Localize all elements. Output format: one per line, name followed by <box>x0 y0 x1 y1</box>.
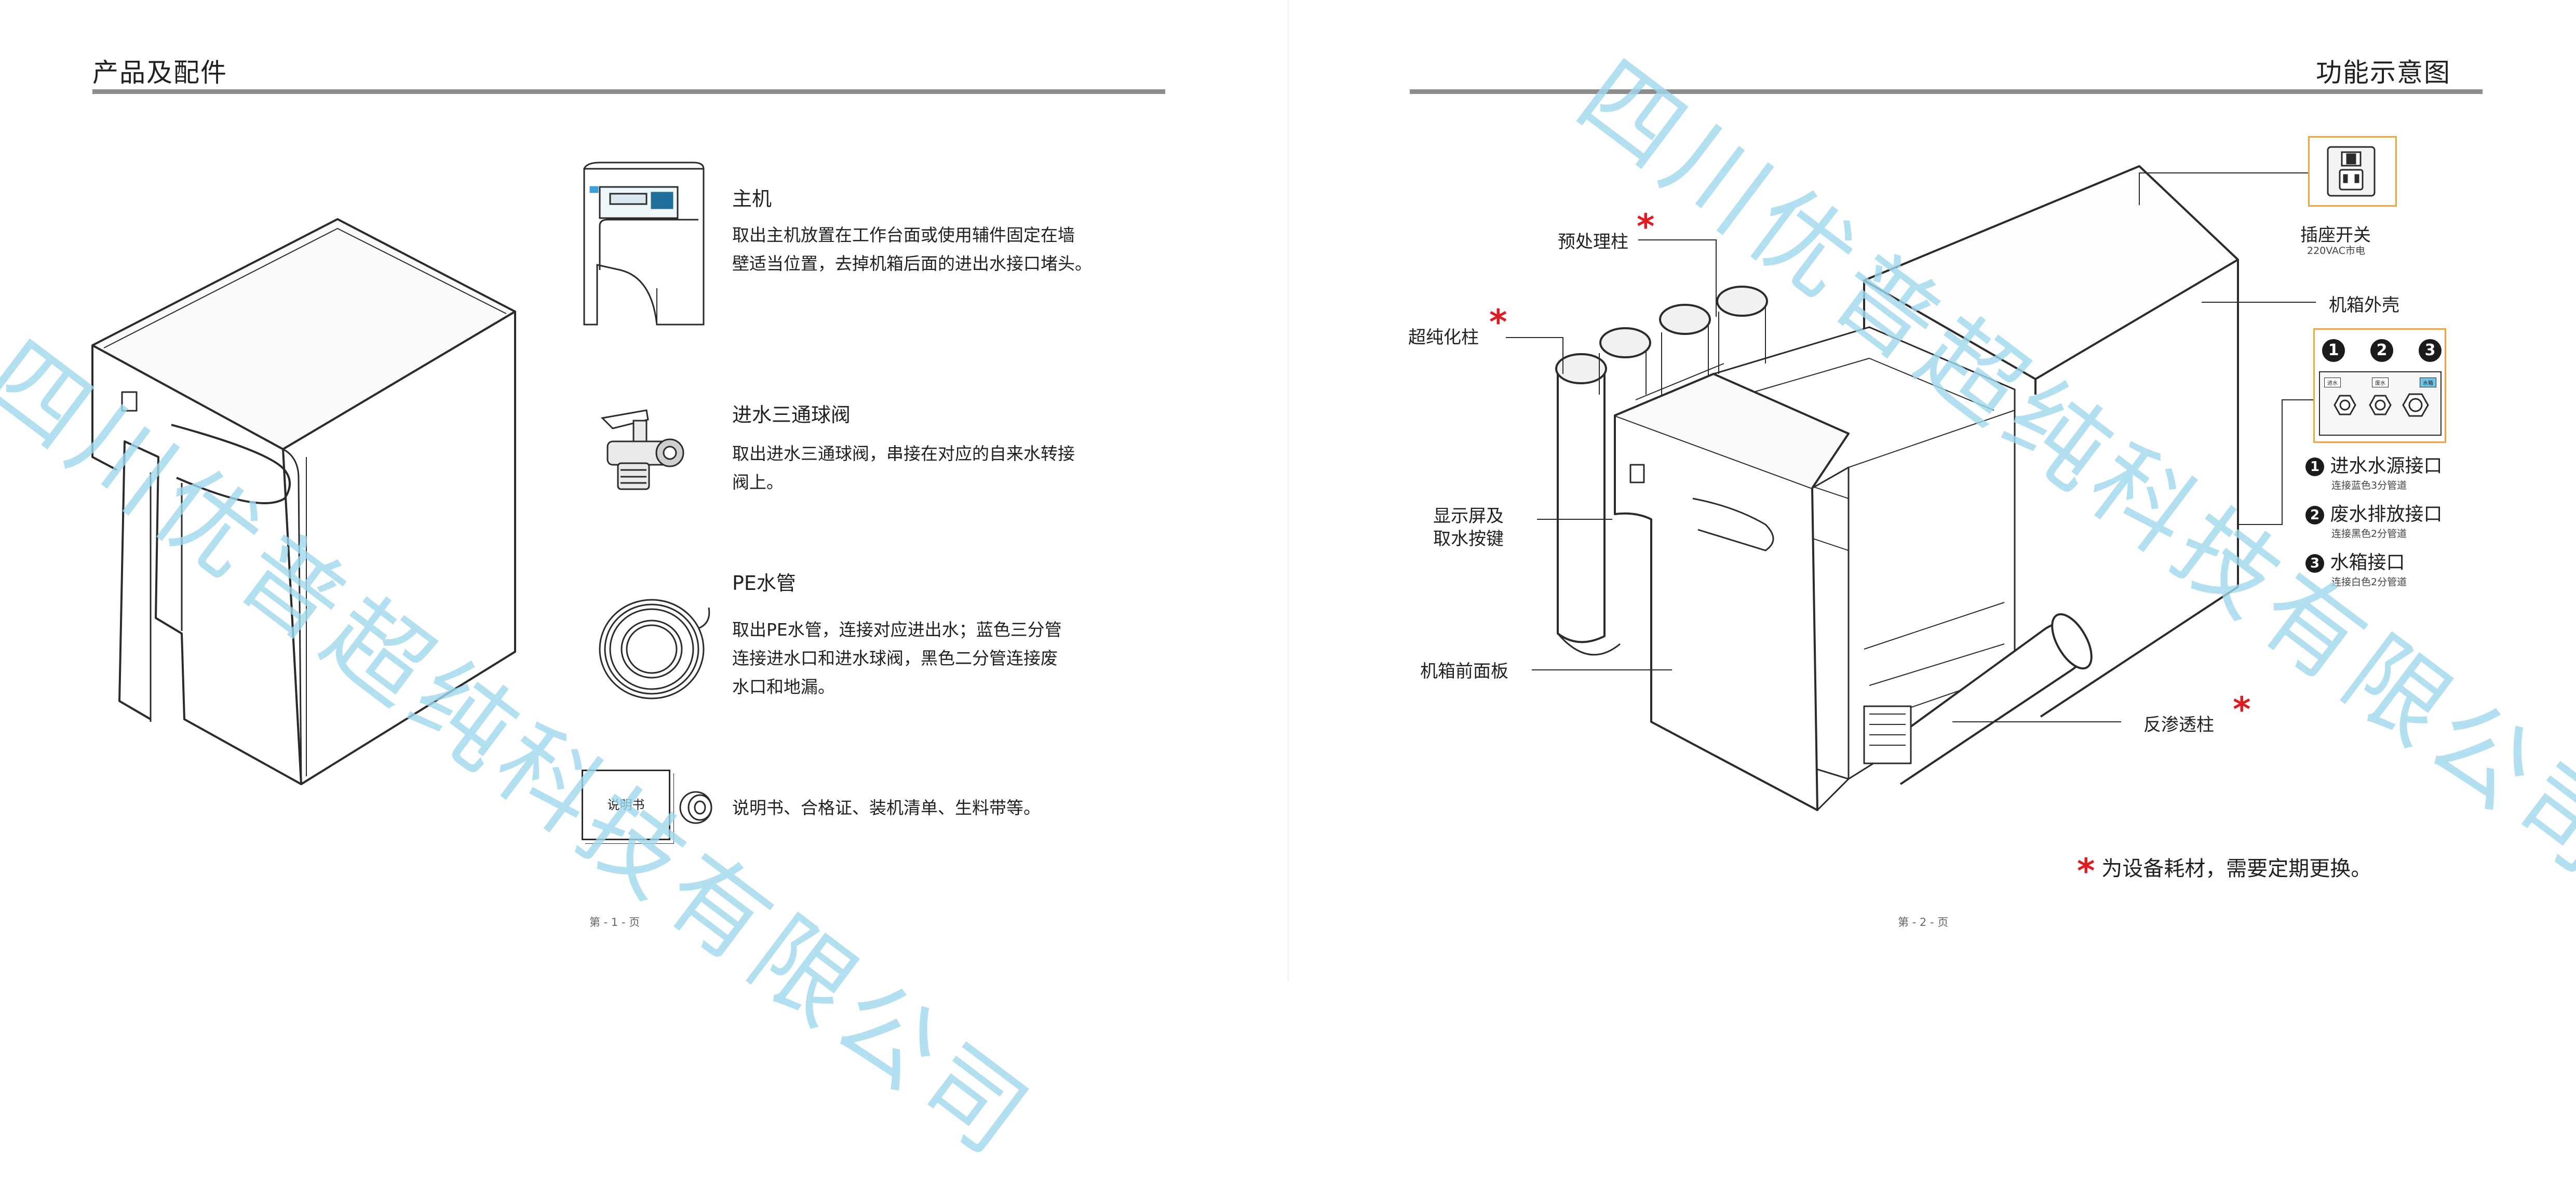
ultrapure-star: * <box>1489 302 1507 342</box>
item-valve-desc-line-2: 阀上。 <box>732 472 784 492</box>
port-number-1: 1 <box>2322 339 2345 362</box>
item-valve-title: 进水三通球阀 <box>732 403 851 426</box>
port-tag-row: 进水 废水 水箱 <box>2324 378 2436 387</box>
left-page-title: 产品及配件 <box>92 58 227 88</box>
item-pe-tube-desc: 取出PE水管，连接对应进出水；蓝色三分管 连接进水口和进水球阀，黑色二分管连接废… <box>732 615 1158 701</box>
port-legend: 1 进水水源接口 连接蓝色3分管道 2 废水排放接口 连接黑色2分管道 3 水箱… <box>2305 451 2442 588</box>
port-number-3: 3 <box>2419 339 2442 362</box>
callout-display: 显示屏及 取水按键 <box>1433 506 1504 549</box>
callout-ultrapure: 超纯化柱 <box>1408 323 1479 348</box>
item-pe-tube-desc-line-3: 水口和地漏。 <box>732 677 835 697</box>
port-legend-item-1: 1 进水水源接口 连接蓝色3分管道 <box>2305 451 2442 492</box>
legend-number-1: 1 <box>2305 458 2324 476</box>
callout-pretreatment-label: 预处理柱 <box>1558 232 1628 252</box>
port-tag-3: 水箱 <box>2420 378 2436 387</box>
legend-sub-3: 连接白色2分管道 <box>2331 576 2407 588</box>
item-valve-desc-line-1: 取出进水三通球阀，串接在对应的自来水转接 <box>732 443 1075 464</box>
port-tag-1: 进水 <box>2324 378 2341 387</box>
manual-booklet-icon: 说明书 <box>582 770 670 840</box>
port-legend-item-3: 3 水箱接口 连接白色2分管道 <box>2305 547 2442 588</box>
callout-socket-switch: 插座开关 <box>2300 225 2371 246</box>
legend-label-3: 水箱接口 <box>2330 552 2405 573</box>
item-host-desc-line-1: 取出主机放置在工作台面或使用辅件固定在墙 <box>732 225 1075 245</box>
right-page-number: 第 - 2 - 页 <box>1898 916 1949 929</box>
right-title-rule <box>1410 89 2483 94</box>
socket-switch-icon <box>2327 146 2376 197</box>
left-title-rule <box>92 89 1165 94</box>
port-number-row: 1 2 3 <box>2322 339 2442 362</box>
ball-valve-icon <box>600 409 684 490</box>
left-page-number: 第 - 1 - 页 <box>589 916 640 929</box>
legend-label-2: 废水排放接口 <box>2330 504 2443 525</box>
callout-front-panel: 机箱前面板 <box>1420 661 1508 682</box>
callout-pretreatment: 预处理柱 <box>1558 227 1628 253</box>
item-valve-desc: 取出进水三通球阀，串接在对应的自来水转接 阀上。 <box>732 439 1158 496</box>
item-manual-desc: 说明书、合格证、装机清单、生料带等。 <box>732 798 1041 818</box>
port-connectors: 进水 废水 水箱 <box>2319 371 2442 436</box>
port-tag-2: 废水 <box>2372 378 2389 387</box>
port-number-2: 2 <box>2370 339 2393 362</box>
pretreatment-star: * <box>1637 207 1655 247</box>
callout-ro-column: 反渗透柱 <box>2143 715 2214 735</box>
item-pe-tube-title: PE水管 <box>732 572 796 595</box>
manual-booklet-label: 说明书 <box>607 798 645 812</box>
ro-column-star: * <box>2233 690 2251 730</box>
footnote-text: 为设备耗材，需要定期更换。 <box>2101 857 2372 881</box>
item-host-desc-line-2: 壁适当位置，去掉机箱后面的进出水接口堵头。 <box>732 253 1092 274</box>
consumable-footnote: * 为设备耗材，需要定期更换。 <box>2077 852 2372 889</box>
socket-switch-box <box>2308 136 2397 207</box>
callout-housing: 机箱外壳 <box>2329 295 2399 316</box>
port-legend-item-2: 2 废水排放接口 连接黑色2分管道 <box>2305 499 2442 540</box>
pe-tube-coil-icon <box>599 599 710 699</box>
legend-sub-2: 连接黑色2分管道 <box>2331 528 2407 540</box>
tape-roll-icon <box>679 791 712 824</box>
item-host-title: 主机 <box>732 187 772 210</box>
footnote-star: * <box>2077 851 2095 891</box>
item-pe-tube-desc-line-1: 取出PE水管，连接对应进出水；蓝色三分管 <box>732 620 1062 640</box>
port-panel-box: 1 2 3 进水 废水 水箱 <box>2313 328 2446 443</box>
legend-number-2: 2 <box>2305 506 2324 524</box>
watermark-left: 四川优普超纯科技有限公司 <box>0 319 1054 1180</box>
callout-ultrapure-label: 超纯化柱 <box>1408 327 1479 348</box>
item-host-desc: 取出主机放置在工作台面或使用辅件固定在墙 壁适当位置，去掉机箱后面的进出水接口堵… <box>732 221 1158 278</box>
right-page-title: 功能示意图 <box>2316 58 2451 88</box>
legend-number-3: 3 <box>2305 554 2324 573</box>
port-fittings-icon <box>2334 393 2429 417</box>
socket-voltage-note: 220VAC市电 <box>2307 245 2365 257</box>
item-pe-tube-desc-line-2: 连接进水口和进水球阀，黑色二分管连接废 <box>732 648 1058 668</box>
host-unit-icon <box>583 162 705 326</box>
legend-label-1: 进水水源接口 <box>2330 455 2443 477</box>
legend-sub-1: 连接蓝色3分管道 <box>2331 480 2407 491</box>
